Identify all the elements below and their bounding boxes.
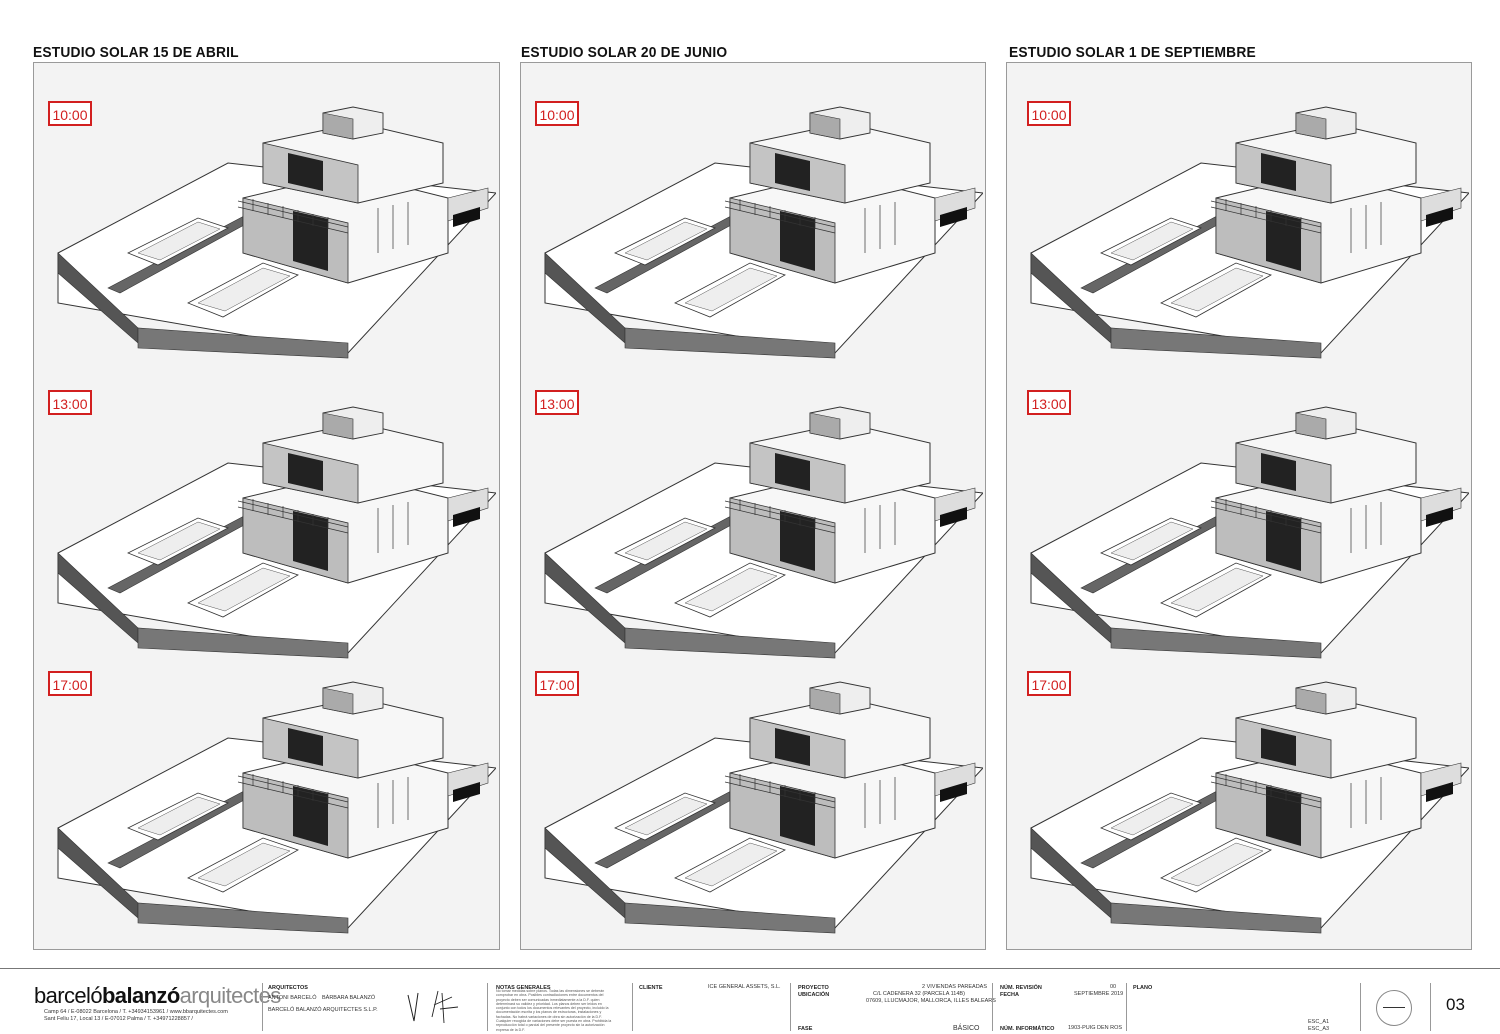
time-badge: 13:00 <box>535 390 579 415</box>
sheet-number: 03 <box>1446 995 1465 1014</box>
column-title-april: ESTUDIO SOLAR 15 DE ABRIL <box>33 44 239 61</box>
north-arrow-icon <box>1376 990 1412 1026</box>
architects-label: ARQUITECTOS <box>268 985 308 991</box>
project-label: PROYECTO <box>798 985 829 991</box>
panel-september: 10:00 13:00 <box>1006 62 1472 950</box>
architect-2: BÀRBARA BALANZÓ <box>322 995 376 1001</box>
house-render <box>535 678 983 938</box>
file-number-label: NÚM. INFORMÁTICO <box>1000 1026 1055 1032</box>
time-badge: 13:00 <box>1027 390 1071 415</box>
house-render <box>48 403 496 663</box>
client-name: ICE GENERAL ASSETS, S.L. <box>708 984 781 990</box>
notes-label: NOTAS GENERALES <box>496 985 551 991</box>
house-render <box>1021 103 1469 363</box>
house-render <box>1021 403 1469 663</box>
panel-june: 10:00 13:00 <box>520 62 986 950</box>
title-block: barcelóbalanzóarquitectes Camp 64 / E-08… <box>0 968 1500 1034</box>
firm-logo: barcelóbalanzóarquitectes <box>34 983 281 1008</box>
revision-value: 00 <box>1110 984 1117 990</box>
scale-a1: ESC_A1 <box>1308 1019 1330 1025</box>
house-render <box>48 103 496 363</box>
revision-label: NÚM. REVISIÓN <box>1000 985 1042 991</box>
house-render <box>1021 678 1469 938</box>
time-badge: 17:00 <box>535 671 579 696</box>
house-render <box>48 678 496 938</box>
house-render <box>535 103 983 363</box>
file-number-value: 1903-PUIG DEN ROS <box>1068 1025 1123 1031</box>
address-line-1: Camp 64 / E-08022 Barcelona / T. +349341… <box>44 1009 228 1015</box>
time-badge: 17:00 <box>1027 671 1071 696</box>
location-line-2: 07609, LLUCMAJOR, MALLORCA, ILLES BALEAR… <box>866 998 996 1004</box>
time-badge: 13:00 <box>48 390 92 415</box>
architect-1: ANTONI BARCELÓ <box>268 995 317 1001</box>
scale-a3: ESC_A3 <box>1308 1026 1330 1032</box>
firm-name: BARCELÓ BALANZÓ ARQUITECTES S.L.P. <box>268 1007 378 1013</box>
phase-label: FASE <box>798 1026 813 1032</box>
signature-icon <box>402 987 462 1027</box>
column-title-september: ESTUDIO SOLAR 1 DE SEPTIEMBRE <box>1009 44 1256 61</box>
time-badge: 17:00 <box>48 671 92 696</box>
time-badge: 10:00 <box>48 101 92 126</box>
time-badge: 10:00 <box>535 101 579 126</box>
client-label: CLIENTE <box>639 985 663 991</box>
phase-value: BÁSICO <box>953 1025 980 1032</box>
date-value: SEPTIEMBRE 2019 <box>1074 991 1124 997</box>
project-name: 2 VIVIENDAS PAREADAS <box>922 984 988 990</box>
column-title-june: ESTUDIO SOLAR 20 DE JUNIO <box>521 44 728 61</box>
location-label: UBICACIÓN <box>798 992 830 998</box>
general-notes: No tomar medidas sobre planos. Todas las… <box>496 989 612 1032</box>
house-render <box>535 403 983 663</box>
date-label: FECHA <box>1000 992 1019 998</box>
panel-april: 10:00 13:00 <box>33 62 500 950</box>
address-line-2: Sant Feliu 17, Local 13 / E-07012 Palma … <box>44 1016 193 1022</box>
plan-label: PLANO <box>1133 985 1153 991</box>
location-line-1: C/L CADENERA 32 (PARCELA 114B) <box>873 991 965 997</box>
time-badge: 10:00 <box>1027 101 1071 126</box>
